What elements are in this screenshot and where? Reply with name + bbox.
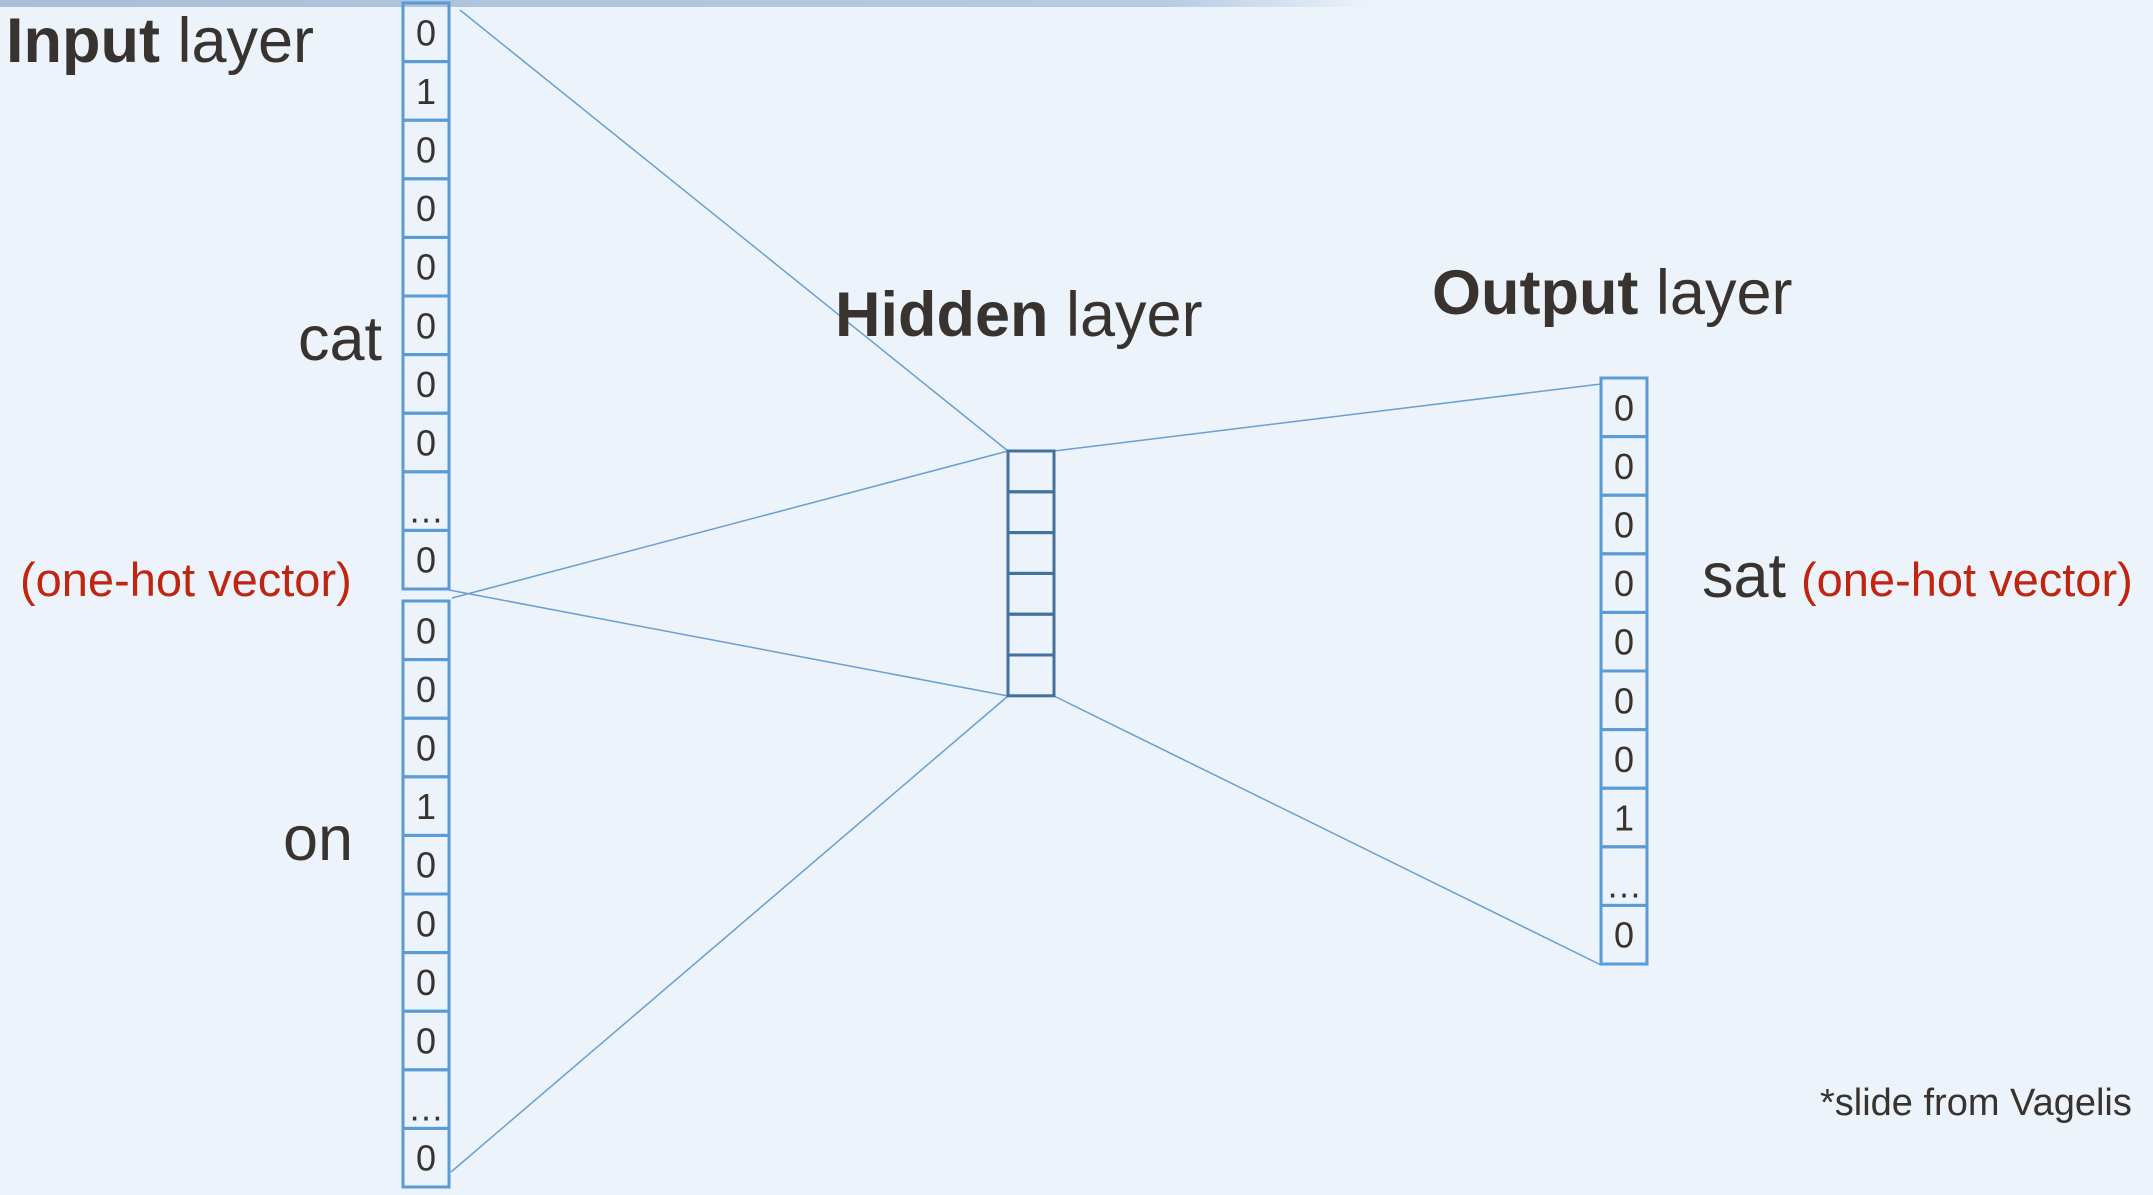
connector-line: [451, 450, 1009, 599]
left-one-hot-label: (one-hot vector): [20, 553, 352, 606]
connector-line: [1053, 695, 1602, 966]
word-sat: sat: [1702, 541, 1787, 611]
vector-cell-value: 0: [416, 540, 436, 581]
slide-credit: *slide from Vagelis: [1820, 1082, 2132, 1124]
connector-line: [459, 9, 1009, 452]
vector-cat: 0 1 0 0 0 0 0 0 … 0: [401, 1, 451, 591]
output-layer-title-bold: Output: [1432, 258, 1638, 328]
vector-cell: [401, 528, 451, 591]
vector-cell-value: 1: [416, 71, 436, 112]
vector-cell-value: 1: [1614, 798, 1634, 839]
vector-sat: 0 0 0 0 0 0 0 1 … 0: [1599, 376, 1649, 966]
vector-cell-value: 0: [416, 12, 436, 53]
vector-cell-value: 0: [416, 1138, 436, 1179]
vector-cell-value: 0: [416, 247, 436, 288]
vector-cell-value: 0: [416, 188, 436, 229]
hidden-layer-title: Hidden layer: [835, 280, 1203, 350]
vector-cell-value: 0: [1614, 505, 1634, 546]
vector-cell-value: …: [408, 1087, 444, 1128]
vector-cell-value: 0: [1614, 622, 1634, 663]
vector-cell-value: 0: [416, 845, 436, 886]
vector-cell-value: 0: [1614, 563, 1634, 604]
hidden-layer-title-bold: Hidden: [835, 280, 1049, 350]
vector-cell-value: 0: [1614, 739, 1634, 780]
vector-on: 0 0 0 1 0 0 0 0 … 0: [401, 599, 451, 1189]
slide-top-bar: [0, 0, 1373, 7]
vector-cell-value: 0: [1614, 915, 1634, 956]
vector-cell-value: 0: [416, 364, 436, 405]
connector-line: [1053, 383, 1602, 452]
vector-cell-value: …: [1606, 864, 1642, 905]
vector-cell-value: 0: [416, 610, 436, 651]
vector-cell: [1599, 903, 1649, 966]
vector-cell-value: 0: [416, 728, 436, 769]
vector-cell-value: …: [408, 489, 444, 530]
output-layer-title-rest: layer: [1638, 258, 1792, 328]
hidden-cell: [1006, 531, 1056, 575]
input-layer-title-rest: layer: [160, 6, 314, 76]
output-layer-title: Output layer: [1432, 258, 1792, 328]
vector-cell-value: 0: [416, 130, 436, 171]
vector-cell-value: 0: [1614, 446, 1634, 487]
hidden-cell: [1006, 571, 1056, 616]
hidden-cell: [1006, 653, 1056, 698]
vector-cell-value: 0: [416, 423, 436, 464]
vector-cell-value: 0: [1614, 387, 1634, 428]
vector-cell: [401, 1126, 451, 1189]
hidden-cell: [1006, 612, 1056, 657]
connector-line: [448, 589, 1009, 697]
connector-line: [450, 695, 1009, 1173]
right-one-hot-label: (one-hot vector): [1801, 553, 2133, 606]
word-on: on: [283, 804, 353, 874]
vector-cell-value: 1: [416, 786, 436, 827]
connector-lines: [448, 9, 1602, 1173]
input-layer-title: Input layer: [6, 6, 314, 76]
hidden-cell: [1006, 449, 1056, 494]
input-layer-title-bold: Input: [6, 6, 160, 76]
hidden-layer-vector: [1006, 449, 1056, 698]
vector-cell-value: 0: [416, 903, 436, 944]
vector-cell-value: 0: [416, 962, 436, 1003]
vector-cell-value: 0: [1614, 680, 1634, 721]
vector-cell-value: 0: [416, 1021, 436, 1062]
vectors: 0 1 0 0 0 0 0 0 … 0 0 0 0 1 0 0 0 0 … 0 0 0 0 0 0 0 0 1 … 0: [401, 1, 1649, 1189]
vector-cell-value: 0: [416, 305, 436, 346]
word-cat: cat: [298, 304, 383, 374]
vector-cell-value: 0: [416, 669, 436, 710]
hidden-layer-title-rest: layer: [1049, 280, 1203, 350]
hidden-cell: [1006, 490, 1056, 535]
